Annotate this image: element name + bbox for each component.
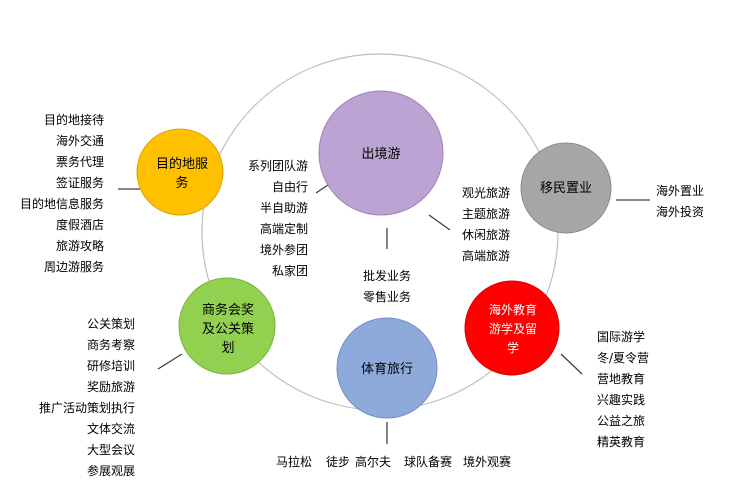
list-chujing-right: 观光旅游 主题旅游 休闲旅游 高端旅游 [462, 186, 510, 263]
list-mudidi-item: 周边游服务 [44, 259, 104, 274]
list-shangwu-item: 大型会议 [87, 443, 135, 457]
list-chujing-right-item: 观光旅游 [462, 186, 510, 200]
list-mudidi-item: 票务代理 [56, 154, 104, 169]
list-haiwai-item: 冬/夏令营 [597, 350, 649, 365]
connector-chujing-right [428, 214, 451, 231]
list-mudidi-item: 海外交通 [56, 133, 104, 148]
node-haiwai-label-1: 海外教育 [489, 302, 537, 317]
list-haiwai-item: 国际游学 [597, 329, 645, 344]
list-tiyu-item: 马拉松 [276, 454, 312, 469]
node-mudidi-label-2: 务 [175, 175, 188, 191]
list-mudidi-item: 目的地接待 [44, 112, 104, 127]
node-haiwai-label-2: 游学及留 [489, 321, 537, 336]
list-chujing-left-item: 境外参团 [260, 242, 308, 257]
list-shangwu-item: 奖励旅游 [87, 380, 135, 394]
list-chujing-left-item: 私家团 [272, 263, 308, 278]
list-yimin-item: 海外置业 [656, 183, 704, 198]
list-shangwu-item: 公关策划 [87, 317, 135, 331]
list-chujing-left-item: 系列团队游 [248, 158, 308, 173]
list-haiwai-item: 精英教育 [597, 434, 645, 449]
list-chujing-right-item: 休闲旅游 [462, 228, 510, 242]
node-shangwu-label-1: 商务会奖 [202, 302, 254, 318]
list-mudidi-item: 目的地信息服务 [20, 196, 104, 211]
list-haiwai-item: 兴趣实践 [597, 392, 645, 407]
list-mudidi-item: 旅游攻略 [56, 238, 104, 253]
list-haiwai-item: 营地教育 [597, 371, 645, 386]
list-chujing-bottom-item: 批发业务 [363, 268, 411, 283]
node-chujing-label: 出境游 [361, 147, 400, 162]
list-chujing-left-item: 半自助游 [260, 201, 308, 215]
list-shangwu: 公关策划 商务考察 研修培训 奖励旅游 推广活动策划执行 文体交流 大型会议 参… [39, 317, 135, 478]
list-haiwai: 国际游学 冬/夏令营 营地教育 兴趣实践 公益之旅 精英教育 [597, 329, 649, 449]
node-tiyu-label: 体育旅行 [361, 361, 413, 377]
list-chujing-left-item: 高端定制 [260, 221, 308, 236]
node-haiwai [464, 280, 560, 376]
list-shangwu-item: 推广活动策划执行 [39, 401, 135, 415]
list-shangwu-item: 研修培训 [87, 358, 135, 373]
list-yimin-item: 海外投资 [656, 204, 704, 219]
node-shangwu-label-2: 及公关策 [202, 321, 254, 337]
list-tiyu-item: 球队备赛 [404, 454, 452, 469]
list-chujing-bottom: 批发业务 零售业务 [363, 268, 411, 304]
node-yimin [520, 142, 612, 234]
node-mudidi [136, 128, 224, 216]
list-tiyu-item: 高尔夫 [355, 454, 391, 469]
list-chujing-right-item: 高端旅游 [462, 248, 510, 263]
list-yimin: 海外置业 海外投资 [656, 183, 704, 219]
list-tiyu-item: 境外观赛 [463, 454, 511, 469]
connector-shangwu [157, 353, 183, 370]
list-chujing-bottom-item: 零售业务 [363, 289, 411, 304]
node-shangwu [178, 277, 276, 375]
list-mudidi-item: 签证服务 [56, 175, 104, 190]
list-shangwu-item: 文体交流 [87, 421, 135, 436]
node-mudidi-label-1: 目的地服 [156, 156, 208, 172]
list-tiyu: 马拉松 徒步 高尔夫 球队备赛 境外观赛 [276, 454, 511, 469]
node-shangwu-label-3: 划 [221, 341, 234, 356]
list-chujing-right-item: 主题旅游 [462, 207, 510, 221]
list-haiwai-item: 公益之旅 [597, 414, 645, 428]
node-haiwai-label-3: 学 [507, 340, 519, 355]
list-mudidi-item: 度假酒店 [56, 217, 104, 232]
list-mudidi: 目的地接待 海外交通 票务代理 签证服务 目的地信息服务 度假酒店 旅游攻略 周… [20, 112, 104, 274]
list-shangwu-item: 商务考察 [87, 337, 135, 352]
node-tiyu [336, 317, 438, 419]
connector-haiwai [560, 353, 583, 375]
list-shangwu-item: 参展观展 [87, 463, 135, 478]
list-chujing-left: 系列团队游 自由行 半自助游 高端定制 境外参团 私家团 [248, 158, 308, 278]
node-chujing [318, 90, 444, 216]
list-chujing-left-item: 自由行 [272, 180, 308, 194]
node-yimin-label: 移民置业 [540, 181, 592, 196]
list-tiyu-item: 徒步 [326, 455, 350, 469]
